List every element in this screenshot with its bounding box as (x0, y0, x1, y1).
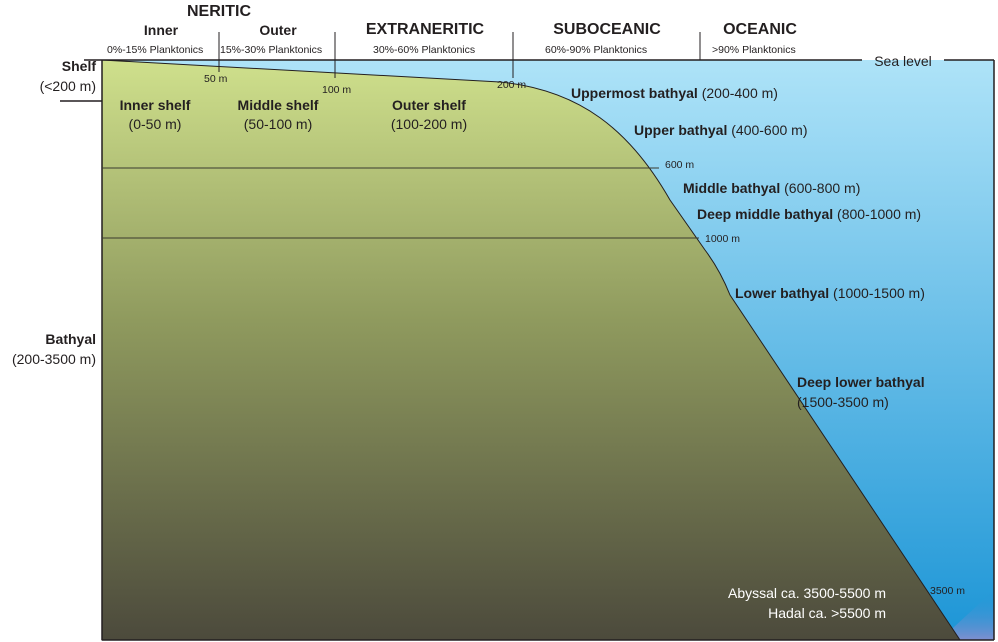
planktonics-suboceanic: 60%-90% Planktonics (545, 44, 647, 56)
zone-oceanic: OCEANIC (723, 21, 797, 38)
lower-bathyal-label: Lower bathyal (1000-1500 m) (735, 285, 925, 301)
zone-suboceanic: SUBOCEANIC (553, 21, 661, 38)
uppermost-bathyal-name: Uppermost bathyal (571, 85, 698, 101)
lower-bathyal-name: Lower bathyal (735, 285, 829, 301)
planktonics-extraneritic: 30%-60% Planktonics (373, 44, 475, 56)
outer-shelf-name: Outer shelf (392, 97, 466, 113)
deep-lower-bathyal-range: (1500-3500 m) (797, 394, 889, 410)
zone-extraneritic: EXTRANERITIC (366, 21, 485, 38)
deep-middle-bathyal-range: (800-1000 m) (837, 206, 921, 222)
depth-marker-100m: 100 m (322, 84, 351, 96)
planktonics-oceanic: >90% Planktonics (712, 44, 796, 56)
depth-marker-200m: 200 m (497, 79, 526, 91)
depth-marker-1000m: 1000 m (705, 233, 740, 245)
depth-marker-50m: 50 m (204, 73, 228, 85)
neritic-outer-label: Outer (259, 22, 297, 38)
shelf-range: (<200 m) (40, 78, 96, 94)
zone-neritic: NERITIC (187, 3, 251, 20)
deep-middle-bathyal-label: Deep middle bathyal (800-1000 m) (697, 206, 921, 222)
uppermost-bathyal-label: Uppermost bathyal (200-400 m) (571, 85, 778, 101)
bathyal-title: Bathyal (45, 331, 96, 347)
middle-bathyal-label: Middle bathyal (600-800 m) (683, 180, 860, 196)
shelf-title: Shelf (62, 58, 97, 74)
neritic-inner-label: Inner (144, 22, 179, 38)
upper-bathyal-label: Upper bathyal (400-600 m) (634, 122, 808, 138)
abyssal-water (940, 590, 994, 640)
seafloor-profile (101, 59, 961, 641)
deep-lower-bathyal-name: Deep lower bathyal (797, 374, 925, 390)
inner-shelf-name: Inner shelf (120, 97, 191, 113)
inner-shelf-range: (0-50 m) (129, 116, 182, 132)
middle-shelf-name: Middle shelf (238, 97, 319, 113)
planktonics-outer: 15%-30% Planktonics (220, 44, 322, 56)
uppermost-bathyal-range: (200-400 m) (702, 85, 778, 101)
depth-marker-600m: 600 m (665, 159, 694, 171)
outer-shelf-range: (100-200 m) (391, 116, 467, 132)
middle-shelf-range: (50-100 m) (244, 116, 312, 132)
upper-bathyal-range: (400-600 m) (731, 122, 807, 138)
hadal-note: Hadal ca. >5500 m (768, 605, 886, 621)
bathyal-range: (200-3500 m) (12, 351, 96, 367)
middle-bathyal-range: (600-800 m) (784, 180, 860, 196)
abyssal-note: Abyssal ca. 3500-5500 m (728, 585, 886, 601)
upper-bathyal-name: Upper bathyal (634, 122, 727, 138)
sea-level-label: Sea level (874, 53, 932, 69)
planktonics-inner: 0%-15% Planktonics (107, 44, 203, 56)
lower-bathyal-range: (1000-1500 m) (833, 285, 925, 301)
depth-marker-3500m: 3500 m (930, 585, 965, 597)
deep-middle-bathyal-name: Deep middle bathyal (697, 206, 833, 222)
middle-bathyal-name: Middle bathyal (683, 180, 780, 196)
